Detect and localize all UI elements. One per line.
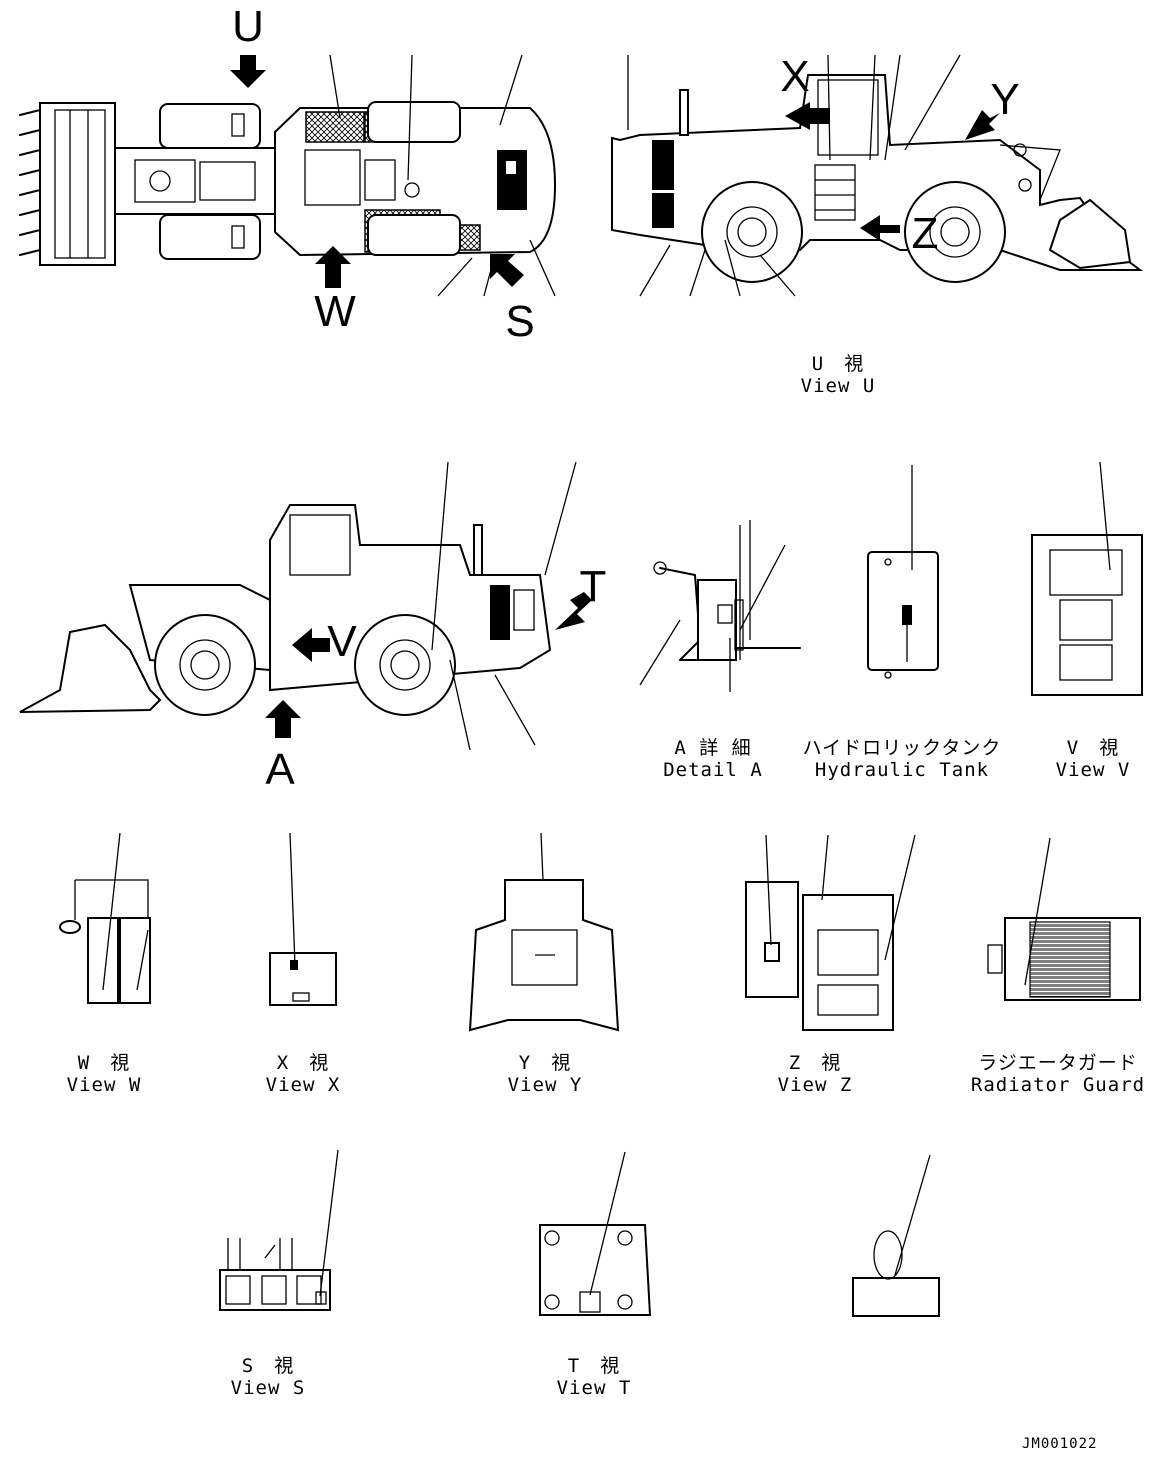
caption-en: View S <box>230 1377 306 1399</box>
caption-jp: ハイドロリックタンク <box>802 737 1002 759</box>
view-arrow-icon <box>230 55 266 88</box>
wheel-icon <box>701 181 803 283</box>
view-letter-z: Z <box>911 209 939 258</box>
caption-jp: Z 視 <box>788 1052 842 1074</box>
view-w-drawing <box>59 832 151 1004</box>
view-z-drawing <box>745 834 916 1031</box>
view-x-drawing <box>269 832 337 1006</box>
view-v-drawing <box>1031 461 1143 696</box>
view-y-drawing <box>468 832 620 1032</box>
caption-en: View T <box>556 1377 632 1399</box>
drawing-code: JM001022 <box>1022 1436 1098 1452</box>
view-letter-s: S <box>505 297 535 346</box>
tag-plate-drawing <box>852 1154 940 1317</box>
detail-a-drawing <box>639 520 801 692</box>
caption-jp: S 視 <box>241 1355 295 1377</box>
view-arrow-icon <box>490 254 524 287</box>
bucket-icon <box>19 623 162 713</box>
view-arrow-icon <box>860 215 900 241</box>
hydraulic-tank-drawing <box>867 465 939 679</box>
caption-en: View Z <box>777 1074 853 1096</box>
caption-en: View X <box>265 1074 341 1096</box>
caption-en: View W <box>66 1074 142 1096</box>
view-letter-u: U <box>232 2 264 51</box>
caption-jp: U 視 <box>811 353 865 375</box>
caption-jp: A 詳 細 <box>674 737 752 759</box>
view-letter-x: X <box>780 52 810 101</box>
wheel-icon <box>354 614 456 716</box>
view-letter-t: T <box>579 562 607 611</box>
exhaust-stack-icon <box>473 524 483 576</box>
view-t-drawing <box>539 1151 652 1316</box>
front-tires <box>159 103 261 260</box>
caption-jp: ラジエータガード <box>978 1052 1138 1074</box>
loader-side-view-u <box>611 54 1143 297</box>
caption-en: View U <box>800 375 876 397</box>
bucket-icon <box>19 102 116 266</box>
view-arrow-icon <box>555 592 592 630</box>
loader-top-view <box>19 54 557 297</box>
caption-en: View Y <box>507 1074 583 1096</box>
view-letter-y: Y <box>990 75 1020 124</box>
caption-jp: T 視 <box>567 1355 621 1377</box>
caption-jp: Y 視 <box>518 1052 572 1074</box>
view-arrow-icon <box>265 700 301 738</box>
view-letter-v: V <box>327 617 357 666</box>
loader-side-view-left <box>19 461 577 751</box>
wheel-icon <box>154 614 256 716</box>
view-arrow-icon <box>292 628 330 662</box>
caption-en: Radiator Guard <box>970 1074 1146 1096</box>
cab-icon <box>289 514 351 576</box>
view-letter-w: W <box>314 287 356 336</box>
caption-jp: V 視 <box>1066 737 1120 759</box>
radiator-guard-drawing <box>987 837 1141 1001</box>
view-arrow-icon <box>315 246 351 288</box>
caption-en: View V <box>1055 759 1131 781</box>
view-letter-a: A <box>265 745 295 794</box>
caption-en: Detail A <box>663 759 763 781</box>
view-arrow-icon <box>785 102 830 130</box>
caption-en: Hydraulic Tank <box>814 759 990 781</box>
caption-jp: X 視 <box>276 1052 330 1074</box>
view-arrow-icon <box>965 110 1000 140</box>
wheel-icon <box>904 181 1006 283</box>
caption-jp: W 視 <box>77 1052 131 1074</box>
view-s-drawing <box>219 1149 339 1311</box>
